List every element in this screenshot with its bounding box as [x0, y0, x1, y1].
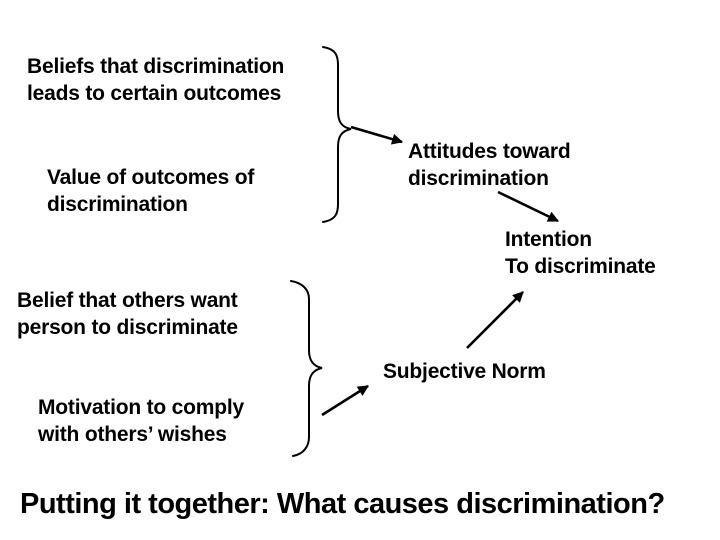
arrow-icon: [497, 190, 559, 223]
node-belief-others-want: Belief that others want person to discri…: [17, 287, 238, 341]
node-line: discrimination: [408, 167, 549, 190]
node-line: Motivation to comply: [38, 396, 245, 419]
node-line: Beliefs that discrimination: [27, 55, 285, 78]
node-line: leads to certain outcomes: [27, 82, 282, 105]
curly-brace-icon: [290, 280, 323, 457]
arrow-icon: [321, 384, 369, 417]
node-line: discrimination: [47, 193, 188, 216]
curly-brace-icon: [322, 46, 352, 223]
node-motivation-to-comply: Motivation to comply with others’ wishes: [38, 394, 244, 448]
node-line: Intention: [505, 228, 592, 251]
node-attitudes-toward-discrimination: Attitudes toward discrimination: [408, 138, 571, 192]
node-line: with others’ wishes: [38, 423, 227, 446]
node-line: To discriminate: [505, 255, 656, 278]
node-line: Attitudes toward: [408, 140, 571, 163]
node-line: person to discriminate: [17, 316, 238, 339]
node-value-of-outcomes: Value of outcomes of discrimination: [47, 164, 254, 218]
arrow-icon: [466, 291, 524, 349]
node-intention-to-discriminate: Intention To discriminate: [505, 226, 656, 280]
node-subjective-norm: Subjective Norm: [383, 358, 546, 385]
slide-title: Putting it together: What causes discrim…: [20, 488, 665, 520]
node-beliefs-about-outcomes: Beliefs that discrimination leads to cer…: [27, 53, 284, 107]
node-line: Value of outcomes of: [47, 166, 255, 189]
node-line: Belief that others want: [17, 289, 238, 312]
node-line: Subjective Norm: [383, 360, 546, 383]
arrow-icon: [350, 125, 404, 145]
